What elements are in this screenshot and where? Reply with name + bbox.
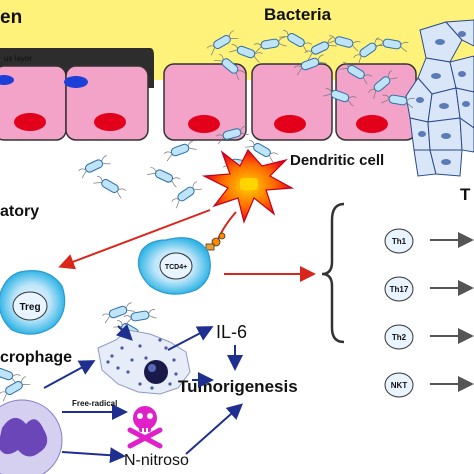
macrophage-granule (126, 370, 130, 374)
bacterium-icon (245, 139, 279, 163)
neutrophil-nucleus (0, 418, 48, 457)
t-subset-label: Th17 (390, 285, 409, 294)
bacterium-icon (146, 167, 181, 188)
epithelial-nucleus (274, 115, 306, 133)
epithelial-nucleus (94, 113, 126, 131)
skull-crossbones-icon (127, 406, 163, 449)
treg-cell (0, 270, 66, 335)
epithelial-nucleus (188, 115, 220, 133)
bacterium-icon (123, 308, 157, 325)
macrophage-granule (174, 372, 178, 376)
bacterium-icon (326, 35, 361, 52)
macrophage-granule (106, 360, 110, 364)
t-subset-label: Th1 (392, 237, 407, 246)
bacterium-icon (213, 53, 246, 81)
t-subset-cell: Th1 (384, 228, 414, 254)
macrophage-granule (138, 344, 142, 348)
bacterium-icon (353, 37, 385, 65)
epithelial-cell (163, 63, 247, 141)
macrophage-granule (110, 354, 114, 358)
macrophage-label: crophage (0, 349, 72, 366)
macrophage-granule (168, 382, 172, 386)
macrophage-granule (120, 346, 124, 350)
bacterium-icon (253, 36, 287, 53)
arrow-n-nitroso-to-tumorigenesis (185, 403, 243, 455)
treg-nucleus (12, 291, 48, 321)
arrow-neutrophil-to-macrophage (43, 360, 96, 389)
tcd4-label: TCD4+ (165, 264, 187, 271)
bacteria-label: Bacteria (264, 5, 332, 24)
bacterium-icon (304, 37, 337, 61)
il6-label: IL-6 (216, 322, 247, 342)
bacterium-icon (375, 38, 409, 53)
bacterium-icon (294, 54, 327, 76)
subset-bracket (321, 202, 345, 344)
treg-label: Treg (19, 302, 40, 313)
macrophage-granule (130, 358, 134, 362)
antigen-presentation-complex (205, 232, 226, 251)
bacterium-icon (339, 61, 373, 85)
dendritic-cell-label: Dendritic cell (290, 152, 384, 169)
bacterium-icon (215, 125, 249, 145)
macrophage-granule (172, 358, 176, 362)
epithelial-cell (251, 63, 333, 141)
bacterium-icon (102, 302, 135, 324)
neutrophil-cell (0, 399, 63, 474)
macrophage-granules (106, 338, 178, 390)
tcd4-cell (137, 237, 211, 295)
n-nitroso-label: N-nitroso (124, 452, 189, 469)
macrophage-granule (150, 386, 154, 390)
bacterium-icon (279, 29, 313, 53)
lumen-label: en (0, 7, 22, 28)
bacterium-icon (322, 88, 357, 107)
t-subset-cell: NKT (384, 372, 414, 398)
arrow-to-macrophage (115, 323, 133, 341)
free-radical-label: Free-radical (72, 399, 117, 408)
macrophage-granule (138, 382, 142, 386)
bacterium-icon (0, 376, 31, 402)
bacterium-icon (164, 140, 197, 162)
macrophage-granule (164, 346, 168, 350)
epithelial-nucleus (14, 113, 46, 131)
dendritic-cell-nucleus (240, 178, 258, 190)
bacterium-icon (381, 94, 415, 109)
t-cell-partial-label: T (460, 185, 471, 204)
macrophage-granule (158, 338, 162, 342)
macrophage-granule (116, 366, 120, 370)
bacterium-icon (0, 366, 21, 385)
inflammatory-label: atory (0, 203, 39, 220)
t-subset-cell: Th17 (384, 276, 414, 302)
arrow-macrophage-to-il6 (167, 326, 214, 351)
mucus-layer-label: us layer (4, 54, 32, 63)
tcd4-nucleus (159, 252, 193, 280)
tumor-nuclei (416, 31, 470, 165)
epithelial-nucleus (356, 115, 388, 133)
epithelium (0, 63, 417, 141)
t-subset-cell: Th2 (384, 324, 414, 350)
bacterium-icon (93, 175, 127, 199)
dendritic-cell (201, 148, 295, 224)
arrow-dc-to-treg (58, 209, 211, 270)
macrophage-granule (144, 356, 148, 360)
bacterium-icon (78, 155, 111, 179)
mucus-granule (0, 75, 14, 85)
mucus-granule (64, 76, 88, 88)
t-subset-label: NKT (391, 381, 408, 390)
bacterium-icon (368, 70, 398, 99)
bacterium-icon (171, 181, 203, 209)
arrow-neutrophil-to-n-nitroso (61, 447, 126, 464)
macrophage-nucleus-highlight (148, 364, 156, 372)
t-subset-label: Th2 (392, 333, 407, 342)
macrophage-nucleus (144, 360, 168, 384)
bacterium-icon (228, 44, 263, 63)
bacterium-icon (206, 30, 239, 56)
